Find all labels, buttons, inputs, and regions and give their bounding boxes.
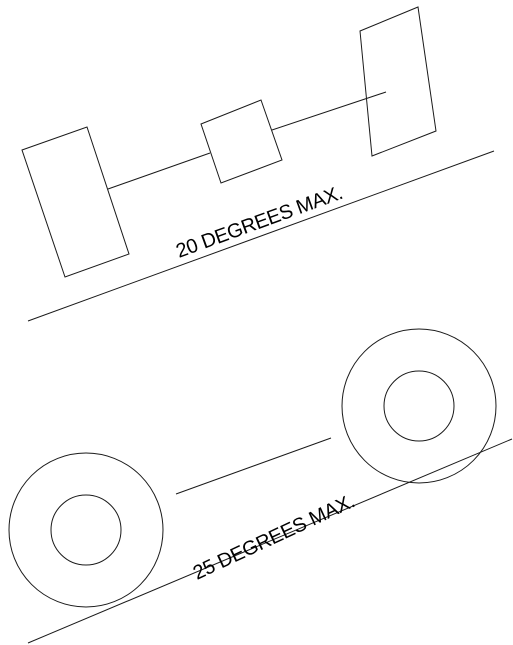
axle-left-segment [107, 152, 211, 190]
ground-line-20 [27, 150, 495, 322]
tracked-vehicle-figure: 20 DEGREES MAX. [21, 6, 495, 322]
axle-right-segment [271, 91, 387, 131]
label-25-degrees-max: 25 DEGREES MAX. [190, 490, 358, 584]
center-hub-block [200, 99, 283, 184]
right-wheel-hub [383, 370, 455, 442]
right-track-block [359, 6, 437, 157]
right-wheel-outer [341, 328, 497, 484]
axle-line [175, 437, 332, 495]
label-20-degrees-max: 20 DEGREES MAX. [173, 182, 345, 263]
left-track-block [21, 126, 130, 278]
ground-line-25 [27, 438, 513, 644]
left-wheel-hub [50, 494, 122, 566]
left-wheel-outer [8, 452, 164, 608]
wheeled-vehicle-figure: 25 DEGREES MAX. [8, 328, 513, 644]
